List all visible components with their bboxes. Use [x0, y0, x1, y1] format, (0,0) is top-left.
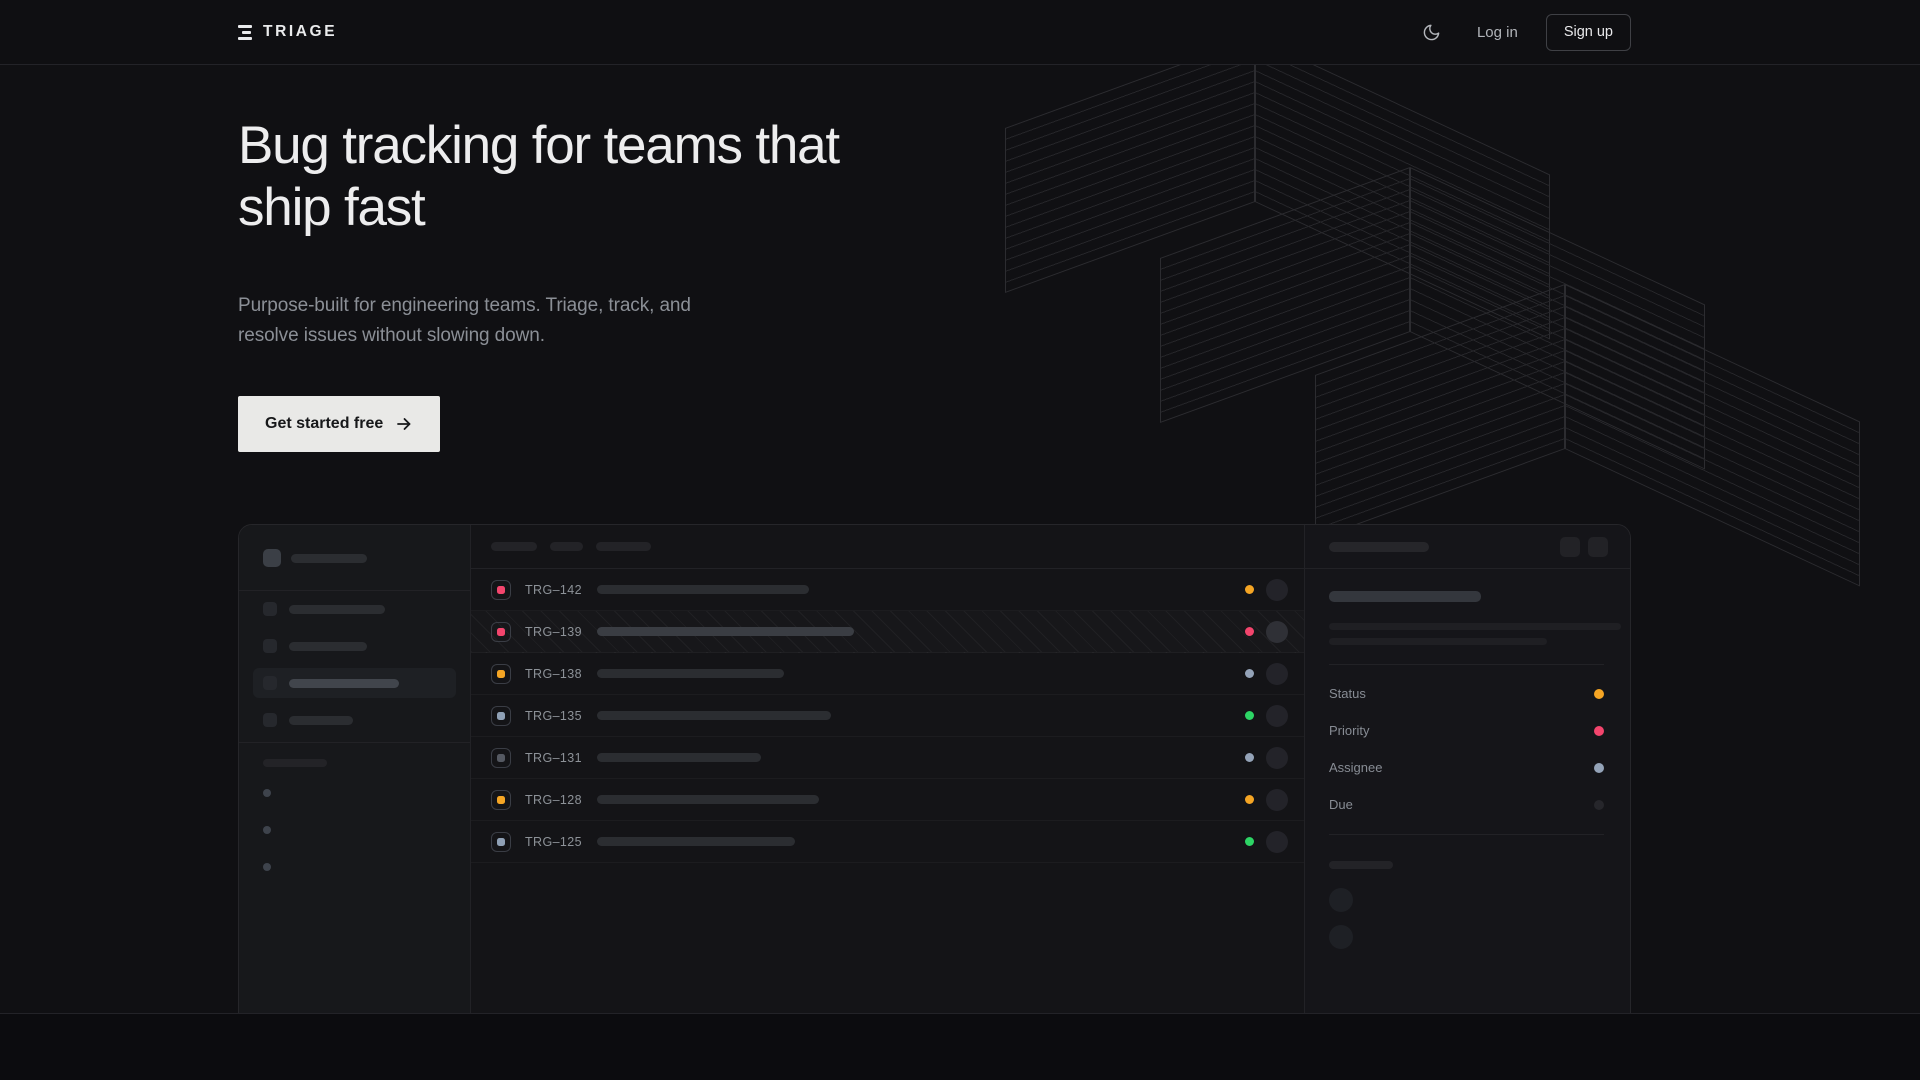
activity-section-skeleton [1329, 861, 1393, 869]
issue-id: TRG–142 [525, 582, 582, 597]
assignee-avatar-skeleton [1266, 788, 1288, 811]
assignee-avatar-skeleton [1266, 830, 1288, 853]
sidebar-item-skeleton-active [253, 668, 456, 698]
issue-row: TRG–135 [471, 695, 1304, 737]
issue-title-skeleton [597, 585, 809, 594]
issue-list-header [471, 525, 1304, 569]
triage-logo-icon [238, 24, 252, 40]
brand-name: TRIAGE [263, 23, 338, 40]
theme-toggle-button[interactable] [1415, 15, 1449, 49]
field-value-dot [1594, 688, 1604, 699]
sidebar-label-dots [263, 789, 470, 871]
sidebar-divider [239, 742, 470, 743]
sidebar-nav-skeleton [253, 594, 456, 735]
issue-row: TRG–142 [471, 569, 1304, 611]
detail-divider [1329, 834, 1604, 835]
assignee-avatar-skeleton [1266, 620, 1288, 643]
detail-field-row: Assignee [1329, 749, 1604, 786]
assignee-avatar-skeleton [1266, 746, 1288, 769]
field-value-dot [1594, 725, 1604, 736]
sidebar-divider [239, 590, 470, 591]
sidebar-item-skeleton [253, 631, 456, 661]
status-dot [1245, 837, 1254, 846]
sidebar-item-skeleton [253, 705, 456, 735]
list-tab-skeleton [491, 542, 537, 551]
field-label: Assignee [1329, 760, 1383, 775]
issue-type-icon [491, 663, 511, 684]
issue-type-icon [491, 579, 511, 600]
detail-action-icons [1560, 536, 1608, 557]
issue-row: TRG–125 [471, 821, 1304, 863]
get-started-button[interactable]: Get started free [238, 396, 441, 452]
issue-title-skeleton [597, 669, 784, 678]
detail-title-skeleton [1329, 541, 1429, 552]
workspace-name-skeleton [291, 553, 367, 563]
issue-id: TRG–138 [525, 666, 582, 681]
signup-button[interactable]: Sign up [1545, 13, 1631, 51]
detail-field-row: Status [1329, 675, 1604, 712]
field-value-dot [1594, 762, 1604, 773]
moon-icon [1424, 24, 1440, 40]
activity-avatar-skeleton [1329, 888, 1353, 912]
status-dot [1245, 585, 1254, 594]
hero-subtext: Purpose-built for engineering teams. Tri… [238, 295, 691, 347]
issue-title-skeleton [597, 711, 831, 720]
hero-headline: Bug tracking for teams that ship fast [238, 116, 840, 237]
issue-row: TRG–139 [471, 611, 1304, 653]
issue-type-icon [491, 705, 511, 726]
issue-title-skeleton [597, 753, 761, 762]
mock-sidebar [239, 525, 471, 1013]
footer [0, 1013, 1920, 1080]
issue-type-icon [491, 621, 511, 642]
issue-id: TRG–139 [525, 624, 582, 639]
issue-row: TRG–138 [471, 653, 1304, 695]
detail-field-row: Priority [1329, 712, 1604, 749]
status-dot [1245, 753, 1254, 762]
field-label: Status [1329, 686, 1366, 701]
list-tab-skeleton [550, 542, 583, 551]
field-value-dot [1594, 799, 1604, 810]
status-dot [1245, 795, 1254, 804]
issue-title-skeleton [597, 795, 819, 804]
assignee-avatar-skeleton [1266, 578, 1288, 601]
detail-divider [1329, 664, 1604, 665]
issue-type-icon [491, 789, 511, 810]
issue-id: TRG–131 [525, 750, 582, 765]
arrow-right-icon [397, 418, 411, 430]
issue-row: TRG–131 [471, 737, 1304, 779]
issue-type-icon [491, 747, 511, 768]
list-tab-skeleton [596, 542, 651, 551]
cta-label: Get started free [265, 415, 384, 432]
field-label: Due [1329, 797, 1353, 812]
assignee-avatar-skeleton [1266, 662, 1288, 685]
issue-title-skeleton [597, 837, 795, 846]
status-dot [1245, 627, 1254, 636]
assignee-avatar-skeleton [1266, 704, 1288, 727]
issue-id: TRG–125 [525, 834, 582, 849]
status-dot [1245, 669, 1254, 678]
issue-description-skeleton [1329, 623, 1621, 630]
issue-title-skeleton [1329, 591, 1481, 602]
sidebar-section-skeleton [263, 759, 327, 767]
workspace-avatar-skeleton [263, 549, 281, 567]
issue-id: TRG–135 [525, 708, 582, 723]
brand-logo[interactable]: TRIAGE [238, 23, 337, 41]
status-dot [1245, 711, 1254, 720]
issue-description-skeleton [1329, 638, 1547, 645]
issue-row: TRG–128 [471, 779, 1304, 821]
issue-type-icon [491, 831, 511, 852]
top-nav: TRIAGE Log in Sign up [0, 0, 1920, 65]
issue-title-skeleton [597, 627, 854, 636]
login-link[interactable]: Log in [1476, 23, 1518, 41]
field-label: Priority [1329, 723, 1370, 738]
hero-section: Bug tracking for teams that ship fast Pu… [0, 65, 1920, 1013]
sidebar-item-skeleton [253, 594, 456, 624]
issue-id: TRG–128 [525, 792, 582, 807]
activity-avatar-skeleton [1329, 925, 1353, 949]
detail-field-row: Due [1329, 786, 1604, 823]
